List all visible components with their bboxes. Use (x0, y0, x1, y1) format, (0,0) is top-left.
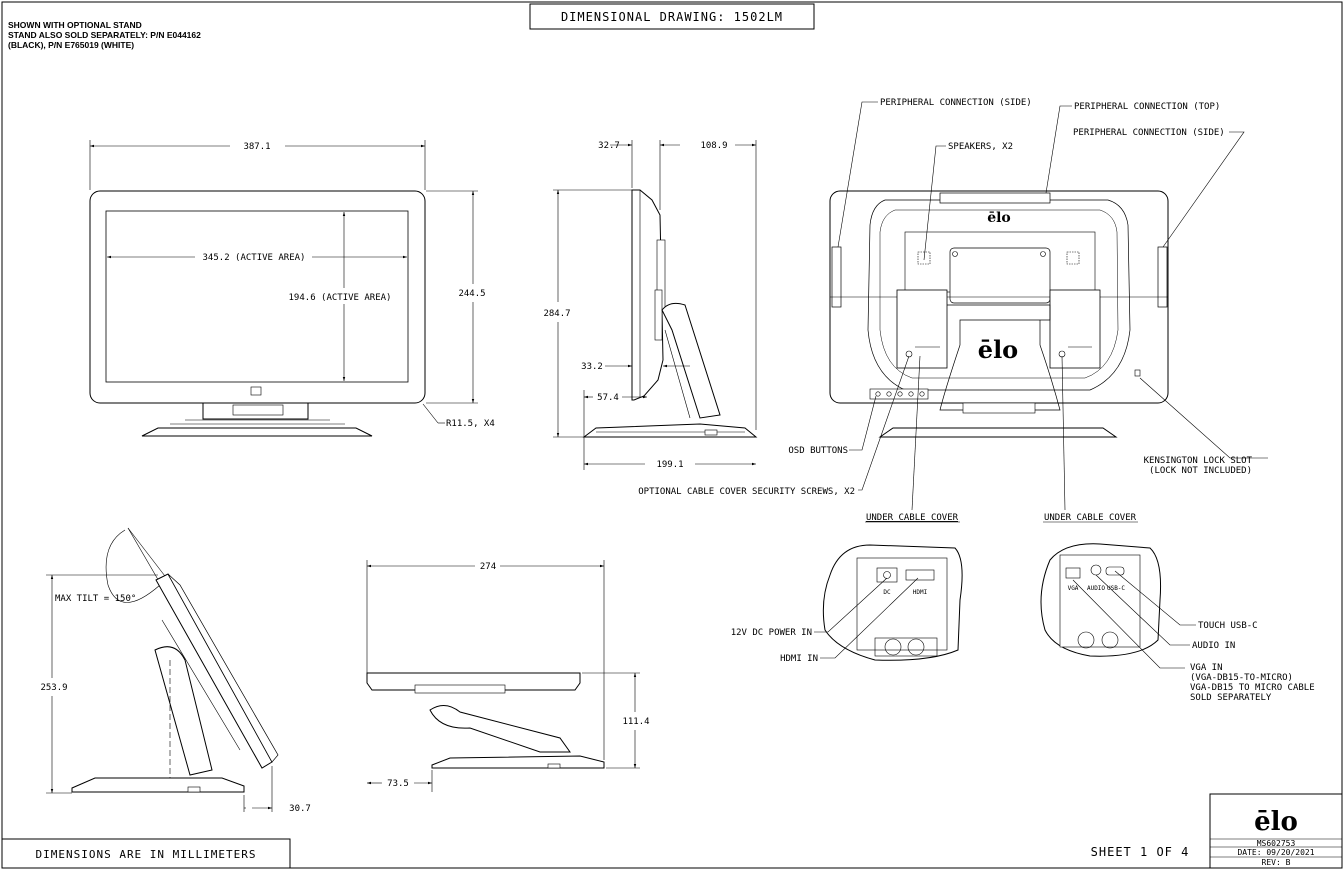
flat-view: 274 111.4 73.5 (366, 560, 650, 792)
detail-left-title: UNDER CABLE COVER (866, 513, 959, 523)
front-height-label: 244.5 (458, 289, 485, 299)
tilt-height-label: 253.9 (40, 683, 67, 693)
detail-right: UNDER CABLE COVER VGA AUDIO USB-C TOUCH … (1040, 513, 1315, 703)
doc-number: MS602753 (1257, 839, 1296, 848)
front-view: 387.1 345.2 (ACTIVE AREA) 194.6 (ACTIVE … (89, 140, 495, 437)
front-radius-label: R11.5, X4 (446, 419, 495, 429)
callout-osd-buttons: OSD BUTTONS (788, 446, 848, 456)
side-mid-depth-label: 33.2 (581, 362, 603, 372)
title-box: DIMENSIONAL DRAWING: 1502LM (529, 3, 815, 30)
title-block: ēlo MS602753 DATE: 09/20/2021 REV: B (1209, 793, 1343, 869)
front-active-width-label: 345.2 (ACTIVE AREA) (203, 253, 306, 263)
side-depth-top-left: 32.7 (598, 141, 620, 151)
side-view: 32.7 108.9 284.7 33.2 57.4 (543, 140, 758, 470)
detail-right-port-audio: AUDIO (1087, 585, 1105, 592)
detail-right-vga-line-4: SOLD SEPARATELY (1190, 693, 1272, 703)
header-note-line-3: (BLACK), P/N E765019 (WHITE) (8, 40, 134, 50)
side-base-depth-label: 199.1 (656, 460, 683, 470)
rear-view: ēlo ēlo PERIPHERAL CONNECT (638, 98, 1268, 511)
detail-right-port-vga: VGA (1068, 585, 1079, 592)
callout-kensington-1: KENSINGTON LOCK SLOT (1144, 456, 1253, 466)
units-note-box: DIMENSIONS ARE IN MILLIMETERS (1, 838, 291, 869)
tilt-max-label: MAX TILT = 150° (55, 594, 136, 604)
rear-top-logo: ēlo (987, 210, 1011, 226)
detail-left-port-hdmi: HDMI (913, 589, 928, 596)
units-note: DIMENSIONS ARE IN MILLIMETERS (35, 848, 256, 861)
header-note-line-2: STAND ALSO SOLD SEPARATELY: P/N E044162 (8, 30, 201, 40)
detail-left: UNDER CABLE COVER DC HDMI 12V DC POWER I… (731, 513, 963, 664)
front-width-label: 387.1 (243, 142, 270, 152)
sheet-number: SHEET 1 OF 4 (1091, 845, 1190, 859)
doc-rev: REV: B (1262, 858, 1291, 867)
detail-right-vga-line-2: (VGA-DB15-TO-MICRO) (1190, 673, 1293, 683)
detail-right-title: UNDER CABLE COVER (1044, 513, 1137, 523)
flat-height-label: 111.4 (622, 717, 649, 727)
detail-left-power-label: 12V DC POWER IN (731, 628, 812, 638)
detail-left-hdmi-label: HDMI IN (780, 654, 818, 664)
tilt-offset-label: 30.7 (289, 804, 311, 814)
rear-center-logo: ēlo (978, 335, 1018, 364)
callout-speakers: SPEAKERS, X2 (948, 142, 1013, 152)
title-block-logo: ēlo (1254, 807, 1298, 837)
detail-right-vga-line-3: VGA-DB15 TO MICRO CABLE (1190, 683, 1315, 693)
tilt-view: MAX TILT = 150° 253.9 30.7 (40, 527, 311, 814)
callout-peripheral-side-left: PERIPHERAL CONNECTION (SIDE) (880, 98, 1032, 108)
side-depth-top-right: 108.9 (700, 141, 727, 151)
detail-left-port-dc: DC (883, 589, 891, 596)
header-note-line-1: SHOWN WITH OPTIONAL STAND (8, 20, 142, 30)
flat-base-offset-label: 73.5 (387, 779, 409, 789)
detail-right-port-usbc: USB-C (1107, 585, 1125, 592)
flat-depth-label: 274 (480, 562, 496, 572)
callout-kensington-2: (LOCK NOT INCLUDED) (1149, 466, 1252, 476)
front-active-height-label: 194.6 (ACTIVE AREA) (289, 293, 392, 303)
side-base-offset-label: 57.4 (597, 393, 619, 403)
callout-security-screws: OPTIONAL CABLE COVER SECURITY SCREWS, X2 (638, 487, 855, 497)
side-height-label: 284.7 (543, 309, 570, 319)
callout-peripheral-top: PERIPHERAL CONNECTION (TOP) (1074, 102, 1220, 112)
drawing-title: DIMENSIONAL DRAWING: 1502LM (561, 10, 783, 24)
detail-right-audio-label: AUDIO IN (1192, 641, 1235, 651)
doc-date: DATE: 09/20/2021 (1237, 848, 1314, 857)
callout-peripheral-side-right: PERIPHERAL CONNECTION (SIDE) (1073, 128, 1225, 138)
detail-right-vga-line-1: VGA IN (1190, 663, 1223, 673)
detail-right-touch-label: TOUCH USB-C (1198, 621, 1258, 631)
